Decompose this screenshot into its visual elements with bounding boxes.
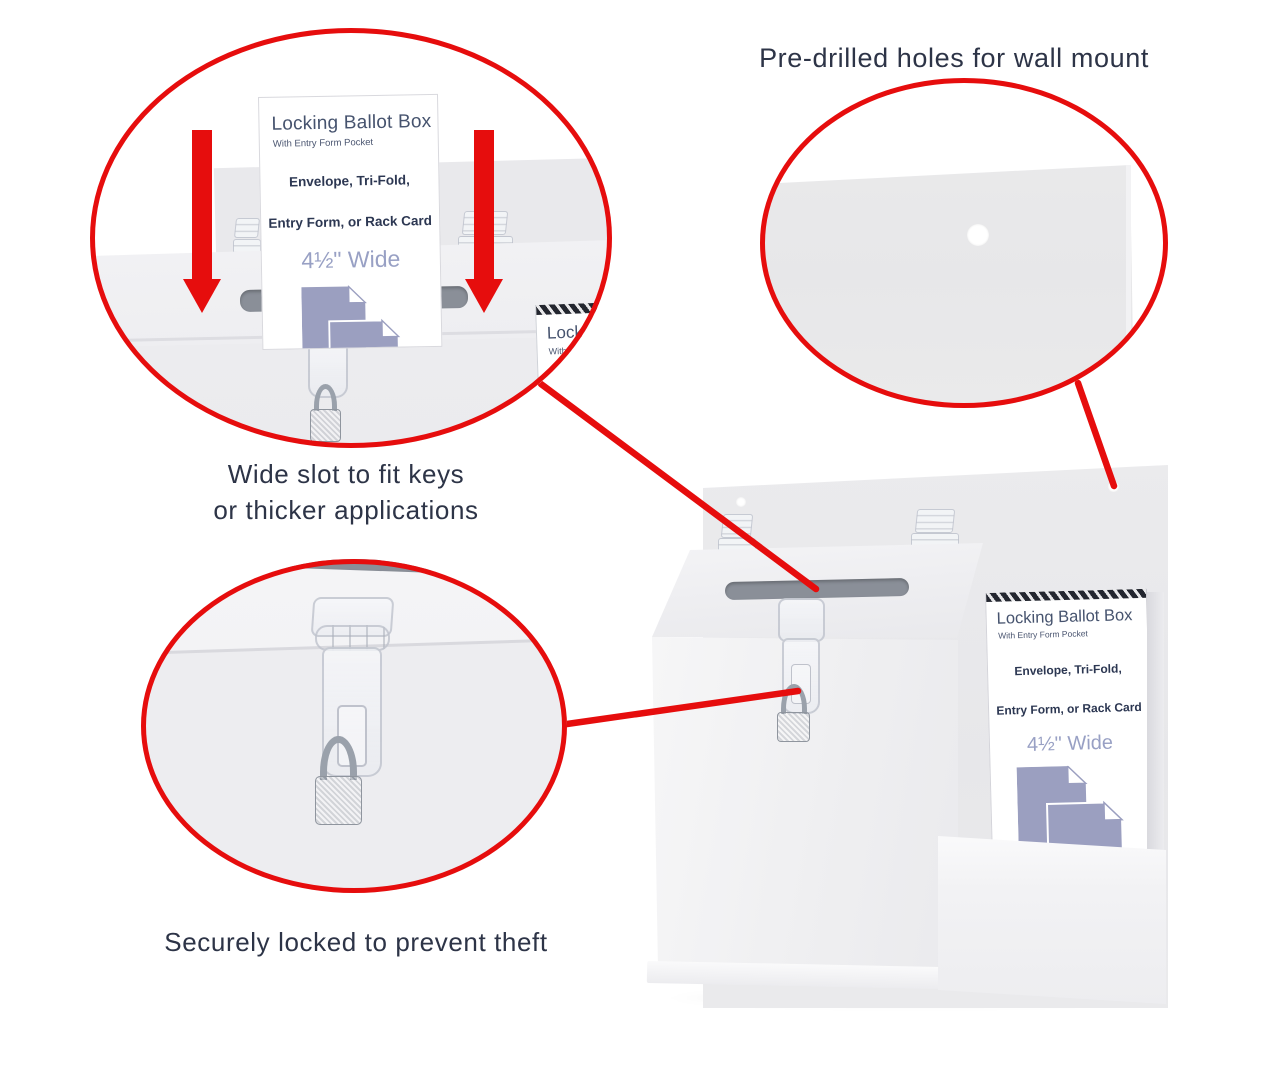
zoom-hinge-left-flap (233, 218, 261, 238)
zoom-padlock-shackle (320, 736, 357, 780)
zoom-latch-strap (308, 342, 348, 398)
document-stack-icon (301, 284, 401, 350)
inserted-card-body-line2: Entry Form, or Rack Card (268, 212, 433, 231)
zoom-box-front (90, 336, 612, 448)
down-arrow-right-head (465, 279, 503, 313)
down-arrow-right-shaft (474, 130, 494, 280)
down-arrow-left-shaft (192, 130, 212, 280)
latch-hasp-flap (778, 598, 825, 642)
card-subtitle: With Entry Form Pocket (997, 628, 1088, 641)
pre-drilled-hole-right (1108, 481, 1119, 492)
card-body-line1: Envelope, Tri-Fold, (1014, 661, 1122, 679)
down-arrow-icon-left (183, 130, 221, 314)
zoom-panel-right-edge (1126, 165, 1131, 408)
clipped-card-title: Locking Ballot Box (546, 319, 612, 343)
zoom-padlock (315, 736, 362, 826)
caption-wide-slot: Wide slot to fit keys or thicker applica… (146, 456, 546, 528)
pocket-right-wall (1147, 592, 1164, 850)
inserted-card-title: Locking Ballot Box (271, 110, 432, 135)
clipped-card-subtitle: With Entry Form Pocket (548, 343, 612, 357)
callout-wall-mount-hole (760, 78, 1168, 408)
down-arrow-left-head (183, 279, 221, 313)
caption-wide-slot-line2: or thicker applications (213, 495, 479, 525)
clipped-pocket-card: Locking Ballot Box With Entry Form Pocke… (535, 300, 612, 448)
callout-wide-slot: Locking Ballot Box With Entry Form Pocke… (90, 28, 612, 448)
inserted-card-subtitle: With Entry Form Pocket (272, 136, 374, 150)
zoom-padlock-small-shackle (314, 384, 337, 411)
inserted-card-width-label: 4½" Wide (301, 245, 401, 274)
hinge-right-flap (914, 509, 956, 533)
card-width-label: 4½" Wide (1026, 731, 1114, 756)
caption-wall-mount: Pre-drilled holes for wall mount (759, 43, 1149, 73)
zoom-padlock-small-body (310, 409, 341, 442)
inserted-card: Locking Ballot Box With Entry Form Pocke… (258, 93, 443, 350)
zoom-panel-corner (760, 165, 1134, 408)
zoom-padlock-small (310, 384, 344, 448)
pre-drilled-hole-left (736, 497, 746, 507)
zoom-padlock-body (315, 776, 362, 825)
down-arrow-icon-right (465, 130, 503, 314)
callout-padlock (141, 559, 567, 893)
caption-secure-lock: Securely locked to prevent theft (164, 927, 548, 957)
card-body-line2: Entry Form, or Rack Card (996, 699, 1142, 718)
hinge-left-flap (720, 514, 754, 538)
inserted-card-body-line1: Envelope, Tri-Fold, (288, 172, 410, 190)
padlock-shackle (781, 684, 807, 714)
card-title: Locking Ballot Box (996, 606, 1133, 628)
zoom-pre-drilled-hole (967, 224, 989, 246)
caption-wide-slot-line1: Wide slot to fit keys (227, 459, 465, 489)
padlock (777, 684, 811, 742)
pocket-front-lip (938, 836, 1166, 1004)
padlock-body (777, 712, 810, 742)
